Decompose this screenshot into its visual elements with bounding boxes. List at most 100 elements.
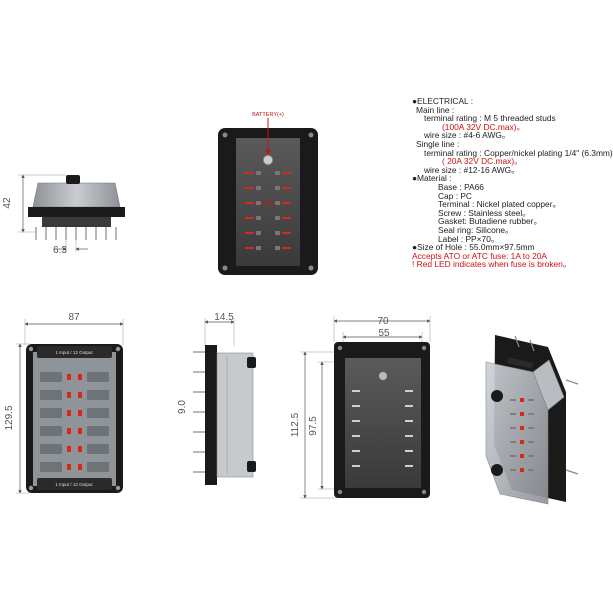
fuse-slot (352, 465, 360, 467)
fuse-led (282, 172, 291, 174)
fuse-led (520, 398, 524, 402)
fuse-slot (40, 444, 62, 454)
front-view-label-bottom (37, 478, 112, 490)
fuse-slot (256, 231, 261, 235)
fuse-slot (87, 462, 109, 472)
specification-list: ●ELECTRICAL :Main line :terminal rating … (412, 96, 613, 270)
spec-line: Terminal : Nickel plated copper。 (438, 199, 561, 210)
battery-label: BATTERY(+) (252, 112, 284, 118)
center-label: SCREWS (257, 201, 280, 207)
iso-label (506, 357, 534, 369)
spec-line: Accepts ATO or ATC fuse: 1A to 20A (412, 250, 547, 261)
fuse-slot (510, 413, 516, 415)
fuse-slot (275, 201, 280, 205)
fuse-slot (510, 427, 516, 429)
battery-stud-icon (379, 372, 387, 380)
spec-line: ●Material : (412, 173, 452, 184)
mounting-screw-icon (308, 265, 314, 271)
fuse-led (245, 172, 254, 174)
spec-line: ●Size of Hole : 55.0mm×97.5mm (412, 242, 535, 253)
fuse-slot (275, 246, 280, 250)
fuse-slot (275, 186, 280, 190)
battery-stud-icon (262, 154, 274, 166)
mounting-screw-icon (222, 132, 228, 138)
iso-fuse-slots (510, 398, 534, 472)
fuse-led (282, 232, 291, 234)
side-view: 42 6.3 (2, 174, 125, 256)
fuse-slot (510, 469, 516, 471)
side-view-stud-cap (66, 175, 80, 184)
mounting-hole-icon (337, 489, 343, 495)
fuse-led (78, 392, 82, 398)
cutout-inner-width-label: 55 (378, 328, 390, 339)
fuse-led (78, 428, 82, 434)
spec-line: Gasket: Butadiene rubber。 (438, 216, 542, 227)
fuse-slot (40, 372, 62, 382)
fuse-slot (528, 413, 534, 415)
fuse-slot (352, 405, 360, 407)
mounting-hole-icon (421, 489, 427, 495)
fuse-slot (528, 399, 534, 401)
spec-line: Screw : Stainless steel。 (438, 207, 531, 218)
fuse-slot (256, 171, 261, 175)
cutout-inner-height-label: 97.5 (308, 416, 319, 436)
fuse-slot (275, 231, 280, 235)
fuse-led (67, 410, 71, 416)
cutout-view: 70 55 112.5 97.5 (290, 316, 431, 499)
fuse-led (520, 440, 524, 444)
profile-view: 14.5 9.0 (177, 312, 256, 485)
fuse-slot (256, 216, 261, 220)
fuse-slot (40, 408, 62, 418)
fuse-slot (40, 462, 62, 472)
fuse-slot (405, 405, 413, 407)
mounting-screw-icon (222, 265, 228, 271)
drawing-canvas: BATTERY(+) SCREWS 42 6.3 (2, 112, 579, 505)
fuse-slot (256, 201, 261, 205)
mounting-screw-icon (28, 346, 34, 352)
fuse-led (67, 446, 71, 452)
terminal-blade (529, 339, 535, 352)
fuse-slot (256, 246, 261, 250)
spec-line: ●ELECTRICAL : (412, 96, 474, 106)
mounting-screw-icon (308, 132, 314, 138)
fuse-slot (528, 469, 534, 471)
fuse-led (520, 426, 524, 430)
mounting-hole-icon (337, 345, 343, 351)
cutout-outer-width-label: 70 (377, 316, 389, 327)
fuse-led (67, 464, 71, 470)
spec-line: Label : PP×70。 (438, 233, 500, 244)
mounting-screw-icon (115, 485, 121, 491)
spec-line: ! Red LED indicates when fuse is broken。 (412, 259, 572, 270)
terminal-blade (565, 379, 579, 385)
spec-line: Cap : PC (438, 190, 472, 201)
fuse-slot (528, 427, 534, 429)
profile-stud-label: 9.0 (177, 400, 188, 414)
terminal-blade (565, 469, 579, 475)
fuse-led (78, 410, 82, 416)
profile-view-base (205, 345, 217, 485)
fuse-slot (352, 420, 360, 422)
fuse-led (67, 428, 71, 434)
spec-line: Seal ring: Silicone。 (438, 224, 514, 235)
spec-line: ( 20A 32V DC.max)。 (442, 156, 523, 167)
spec-line: terminal rating : Copper/nickel plating … (424, 147, 613, 158)
spec-line: Single line : (416, 138, 460, 149)
fuse-led (67, 392, 71, 398)
mounting-hole-icon (421, 345, 427, 351)
front-view-label-top (37, 346, 112, 358)
fuse-led (282, 187, 291, 189)
profile-depth-label: 14.5 (214, 312, 234, 323)
fuse-slot (40, 390, 62, 400)
iso-stud-cap (491, 390, 503, 402)
fuse-slot (405, 450, 413, 452)
fuse-led (282, 217, 291, 219)
fuse-led (78, 464, 82, 470)
fuse-slot (40, 426, 62, 436)
fuse-slot (87, 444, 109, 454)
profile-view-stud-cap (247, 357, 256, 368)
fuse-slot (528, 441, 534, 443)
fuse-slot (87, 390, 109, 400)
fuse-slot (87, 408, 109, 418)
fuse-led (282, 247, 291, 249)
fuse-slot (275, 171, 280, 175)
